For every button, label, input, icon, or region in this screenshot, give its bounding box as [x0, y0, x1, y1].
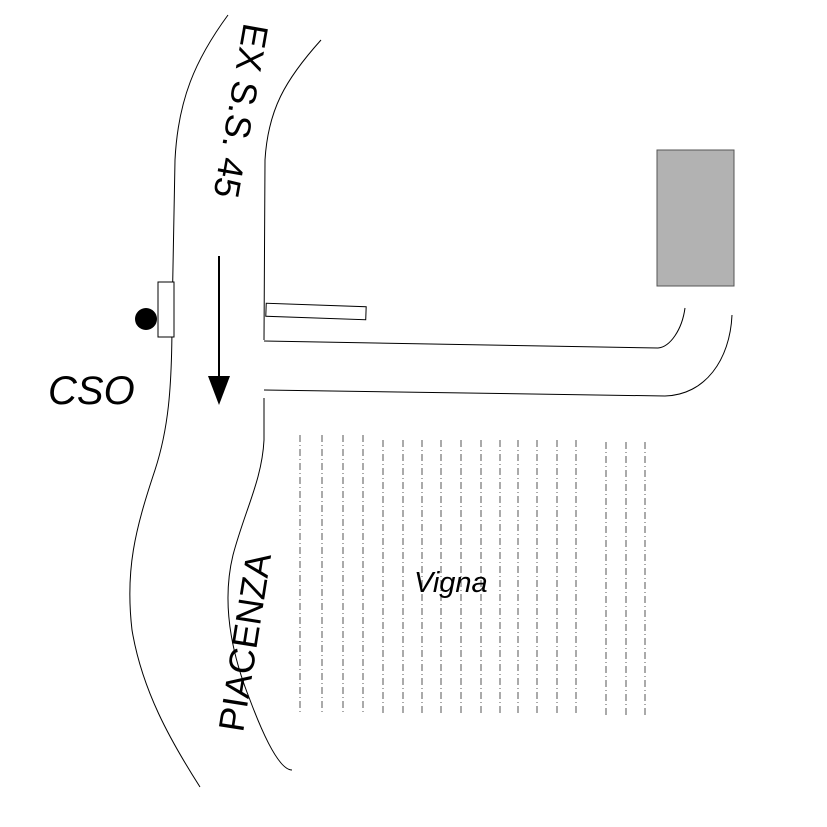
direction-label: PIACENZA: [210, 550, 279, 734]
building: [656, 149, 735, 287]
main-road-right-edge-upper: [263, 39, 322, 341]
side-road-upper-edge: [263, 307, 686, 349]
side-road-lower-edge: [263, 314, 733, 397]
cso-label: CSO: [48, 369, 135, 413]
vineyard-rows: [299, 435, 646, 716]
cso-post: [157, 281, 175, 338]
vineyard-label: Vigna: [414, 567, 488, 599]
direction-arrow: [208, 256, 230, 405]
main-road-left-edge: [129, 14, 229, 788]
cso-marker-dot: [135, 308, 157, 330]
main-road-right-edge-lower: [227, 398, 293, 771]
roadside-sign: [265, 302, 367, 321]
road-name-label: EX S.S. 45: [206, 21, 277, 202]
